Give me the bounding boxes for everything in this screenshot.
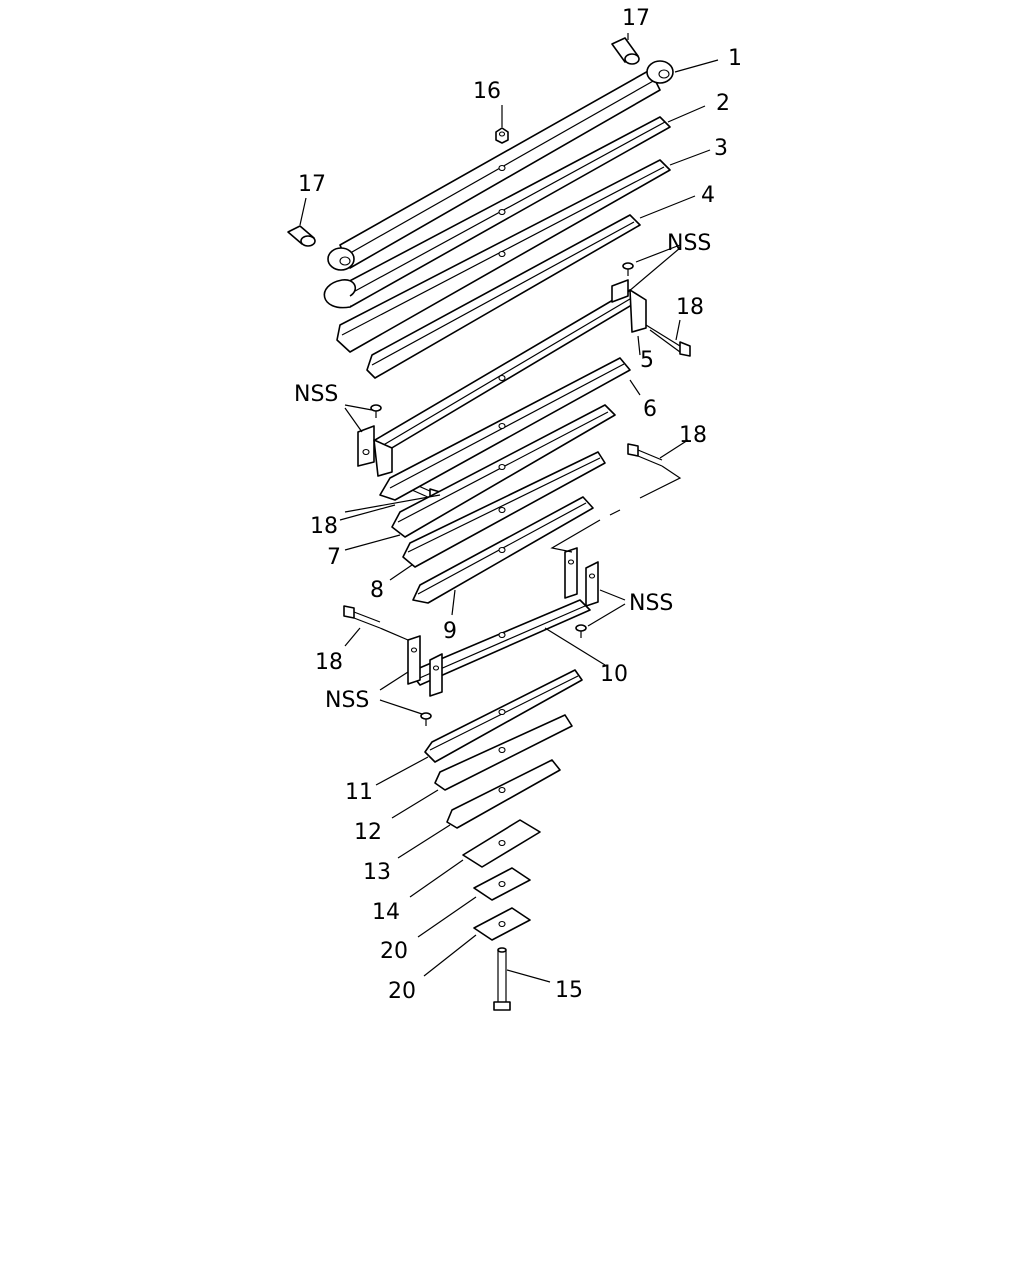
callout-3: 3 xyxy=(714,136,728,161)
callout-5: 5 xyxy=(640,348,654,373)
spacer-part-14 xyxy=(462,819,541,868)
leader-lines xyxy=(299,33,719,983)
callout-18-right: 18 xyxy=(679,423,707,448)
leaf-part-6 xyxy=(379,357,631,501)
clip-bar-part-5 xyxy=(357,262,647,477)
bolt-part-18-right xyxy=(627,443,663,467)
callout-nss-upper-right: NSS xyxy=(667,231,711,256)
bolt-part-18-lower-left xyxy=(343,605,381,629)
center-bolt-part-15 xyxy=(493,947,511,1011)
callout-2: 2 xyxy=(716,91,730,116)
bushing-part-17-left xyxy=(287,225,316,247)
callout-12: 12 xyxy=(354,820,382,845)
callout-18-lower-left: 18 xyxy=(315,650,343,675)
clip-bar-part-10 xyxy=(407,547,599,726)
leaf-part-7 xyxy=(391,404,616,538)
leaf-part-13 xyxy=(446,759,561,829)
leaf-part-3 xyxy=(336,159,671,353)
callout-20-upper: 20 xyxy=(380,939,408,964)
plate-part-20-upper xyxy=(473,867,531,901)
plate-part-20-lower xyxy=(473,907,531,941)
callout-6: 6 xyxy=(643,397,657,422)
leaf-part-11 xyxy=(424,669,583,763)
callout-nss-left: NSS xyxy=(294,382,338,407)
callout-18-left: 18 xyxy=(310,514,338,539)
nut-part-16 xyxy=(495,127,509,144)
leaf-part-2 xyxy=(323,116,671,309)
callout-11: 11 xyxy=(345,780,373,805)
callout-8: 8 xyxy=(370,578,384,603)
callout-labels: 1 2 3 4 16 17 17 NSS 18 5 NSS 6 18 18 7 … xyxy=(294,6,742,1004)
callout-17-left: 17 xyxy=(298,172,326,197)
callout-17-upper: 17 xyxy=(622,6,650,31)
leaf-part-8 xyxy=(402,451,606,568)
callout-nss-lower-left: NSS xyxy=(325,688,369,713)
callout-4: 4 xyxy=(701,183,715,208)
main-leaf-part-1 xyxy=(327,60,674,271)
callout-16: 16 xyxy=(473,79,501,104)
callout-15: 15 xyxy=(555,978,583,1003)
callout-7: 7 xyxy=(327,545,341,570)
leaf-part-12 xyxy=(434,714,573,791)
bushing-part-17-upper xyxy=(611,37,640,65)
bolt-part-18-upper-right xyxy=(645,324,691,357)
callout-14: 14 xyxy=(372,900,400,925)
callout-nss-lower-right: NSS xyxy=(629,591,673,616)
callout-1: 1 xyxy=(728,46,742,71)
callout-9: 9 xyxy=(443,619,457,644)
leaf-part-4 xyxy=(366,214,641,379)
callout-10: 10 xyxy=(600,662,628,687)
callout-18-upper-right: 18 xyxy=(676,295,704,320)
callout-13: 13 xyxy=(363,860,391,885)
callout-20-lower: 20 xyxy=(388,979,416,1004)
leaf-part-9 xyxy=(412,496,594,604)
